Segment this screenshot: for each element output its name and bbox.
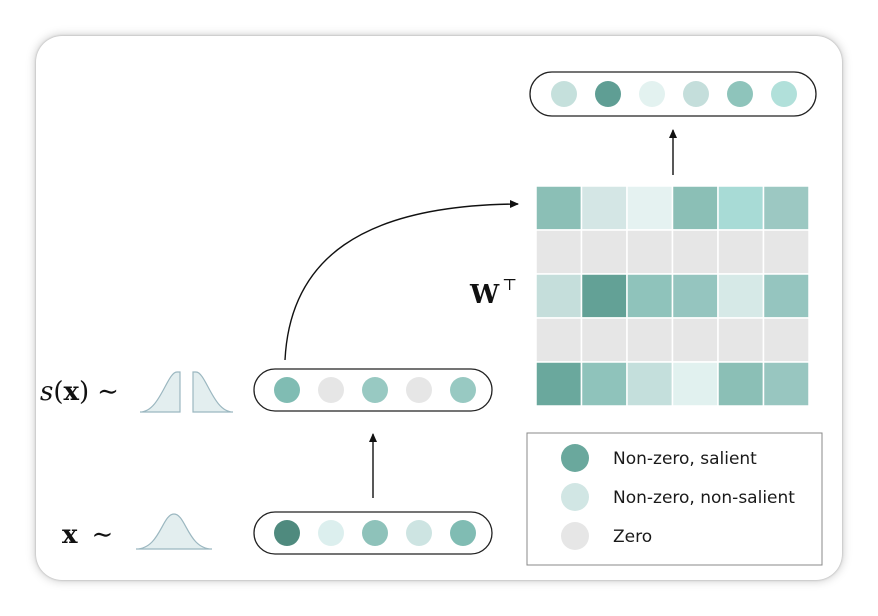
input-dot-3 [362, 520, 388, 546]
legend-swatch-3 [561, 522, 589, 550]
legend-swatch-1 [561, 444, 589, 472]
weight-matrix [535, 185, 810, 407]
output-dot-6 [771, 81, 797, 107]
input-dot-4 [406, 520, 432, 546]
output-dot-4 [683, 81, 709, 107]
input-dot-2 [318, 520, 344, 546]
input-dot-1 [274, 520, 300, 546]
svg-text:s(x)∼: s(x)∼ [40, 377, 119, 407]
svg-text:⊤: ⊤ [502, 275, 517, 294]
legend-swatch-2 [561, 483, 589, 511]
output-dot-5 [727, 81, 753, 107]
matrix-cell-r5-c6 [762, 361, 810, 407]
gaussian-distribution-icon [135, 513, 213, 550]
matrix-cell-r5-c3 [626, 361, 674, 407]
matrix-cell-r4-c6 [762, 317, 810, 363]
matrix-cell-r4-c4 [671, 317, 719, 363]
legend-label-2: Non-zero, non-salient [613, 488, 795, 508]
output-dot-2 [595, 81, 621, 107]
legend-label-3: Zero [613, 527, 652, 547]
matrix-cell-r2-c3 [626, 229, 674, 275]
svg-text:x∼: x∼ [62, 520, 113, 550]
matrix-cell-r1-c5 [717, 185, 765, 231]
svg-text:W: W [469, 280, 500, 310]
matrix-cell-r2-c4 [671, 229, 719, 275]
sparse-dot-2 [318, 377, 344, 403]
matrix-cell-r2-c2 [580, 229, 628, 275]
matrix-cell-r2-c6 [762, 229, 810, 275]
output-dot-1 [551, 81, 577, 107]
matrix-cell-r1-c3 [626, 185, 674, 231]
matrix-cell-r3-c3 [626, 273, 674, 319]
matrix-cell-r3-c6 [762, 273, 810, 319]
matrix-cell-r3-c2 [580, 273, 628, 319]
matrix-cell-r1-c6 [762, 185, 810, 231]
sparse-dot-3 [362, 377, 388, 403]
matrix-cell-r4-c2 [580, 317, 628, 363]
matrix-cell-r1-c4 [671, 185, 719, 231]
output-dot-3 [639, 81, 665, 107]
input-dot-5 [450, 520, 476, 546]
matrix-cell-r3-c1 [535, 273, 583, 319]
matrix-cell-r2-c5 [717, 229, 765, 275]
matrix-cell-r5-c5 [717, 361, 765, 407]
matrix-cell-r1-c1 [535, 185, 583, 231]
truncated-gaussian-icon [139, 371, 234, 413]
weight-matrix-label: W ⊤ [469, 275, 517, 310]
matrix-cell-r5-c4 [671, 361, 719, 407]
matrix-cell-r5-c1 [535, 361, 583, 407]
matrix-cell-r4-c1 [535, 317, 583, 363]
legend-label-1: Non-zero, salient [613, 449, 757, 469]
matrix-cell-r4-c3 [626, 317, 674, 363]
sparse-dot-5 [450, 377, 476, 403]
x-label: x∼ [62, 520, 113, 550]
arrow-sparse-to-matrix [284, 200, 519, 361]
matrix-cell-r2-c1 [535, 229, 583, 275]
sparse-dot-1 [274, 377, 300, 403]
matrix-cell-r4-c5 [717, 317, 765, 363]
sparse-dot-4 [406, 377, 432, 403]
matrix-cell-r3-c4 [671, 273, 719, 319]
s-of-x-label: s(x)∼ [40, 377, 119, 407]
matrix-cell-r3-c5 [717, 273, 765, 319]
sparse-vector [274, 377, 476, 403]
matrix-cell-r1-c2 [580, 185, 628, 231]
matrix-cell-r5-c2 [580, 361, 628, 407]
input-vector [274, 520, 476, 546]
output-vector [551, 81, 797, 107]
